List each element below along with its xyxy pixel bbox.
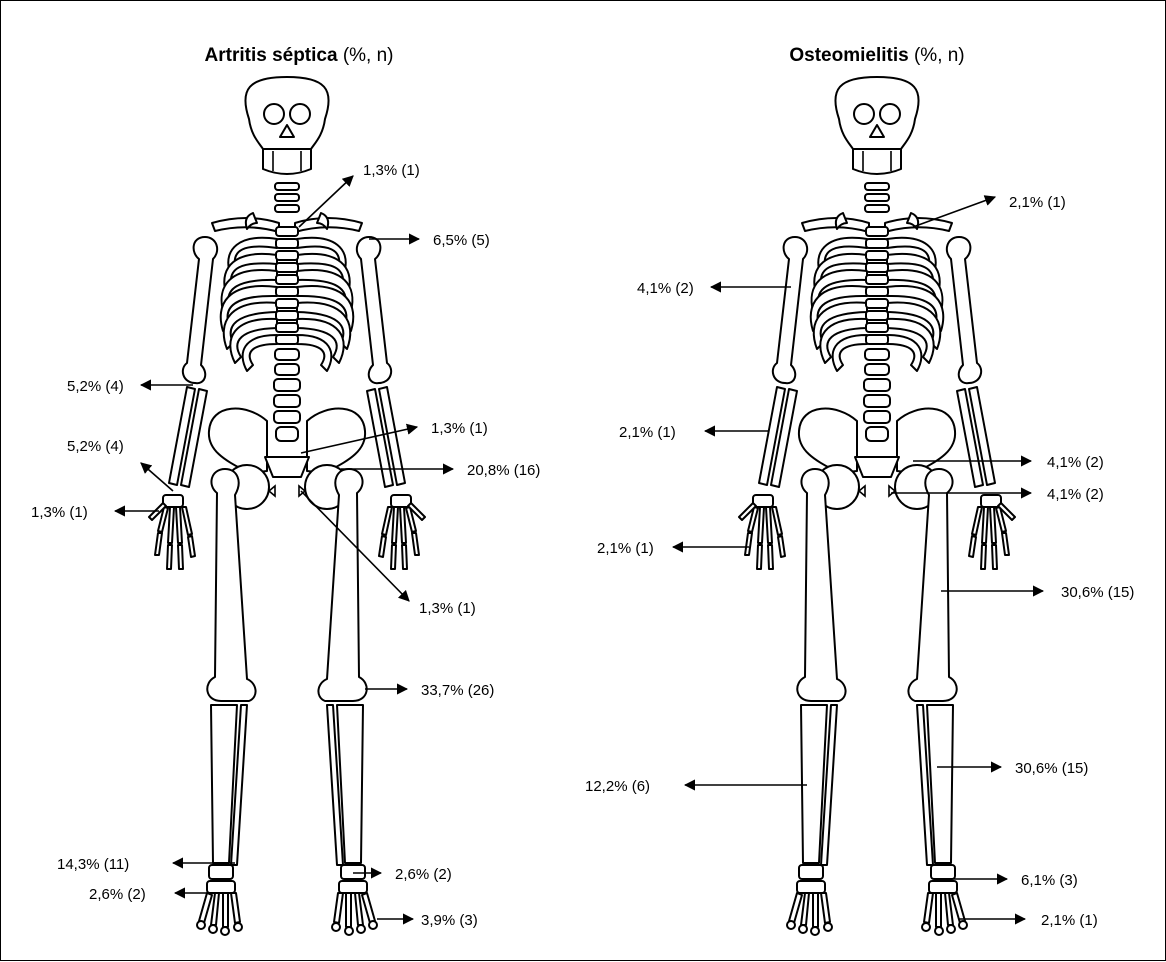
label-ankle-right: 2,6% (2) xyxy=(395,866,452,883)
label-ankle: 6,1% (3) xyxy=(1021,872,1078,889)
panel-title: Artritis séptica (%, n) xyxy=(205,45,394,66)
label-toes: 2,1% (1) xyxy=(1041,912,1098,929)
label-neck: 1,3% (1) xyxy=(363,162,420,179)
label-shoulder: 6,5% (5) xyxy=(433,232,490,249)
label-femur: 30,6% (15) xyxy=(1061,584,1134,601)
arrow xyxy=(141,463,173,491)
label-knee: 33,7% (26) xyxy=(421,682,494,699)
label-clavicle: 2,1% (1) xyxy=(1009,194,1066,211)
label-humerus: 4,1% (2) xyxy=(637,280,694,297)
label-hip: 20,8% (16) xyxy=(467,462,540,479)
skeleton-figure xyxy=(739,77,1015,935)
panel-artritis: Artritis séptica (%, n) 1,3% (1) 6,5% (5… xyxy=(31,45,540,935)
label-ilium: 4,1% (2) xyxy=(1047,454,1104,471)
label-hand: 2,1% (1) xyxy=(597,540,654,557)
label-elbow: 5,2% (4) xyxy=(67,378,124,395)
label-wrist: 5,2% (4) xyxy=(67,438,124,455)
panel-title: Osteomielitis (%, n) xyxy=(789,45,964,66)
label-pubis: 1,3% (1) xyxy=(419,600,476,617)
label-forearm: 2,1% (1) xyxy=(619,424,676,441)
label-ankle: 14,3% (11) xyxy=(57,856,129,873)
label-hand: 1,3% (1) xyxy=(31,504,88,521)
label-sacroiliac: 1,3% (1) xyxy=(431,420,488,437)
label-pubis: 4,1% (2) xyxy=(1047,486,1104,503)
skeleton-figure xyxy=(149,77,425,935)
label-tibia-right: 30,6% (15) xyxy=(1015,760,1088,777)
label-tibia-left: 12,2% (6) xyxy=(585,778,650,795)
label-foot: 2,6% (2) xyxy=(89,886,146,903)
panel-osteomielitis: Osteomielitis (%, n) 2,1% (1) 4,1% (2) 2… xyxy=(585,45,1134,935)
label-toes: 3,9% (3) xyxy=(421,912,478,929)
arrow xyxy=(913,197,995,227)
